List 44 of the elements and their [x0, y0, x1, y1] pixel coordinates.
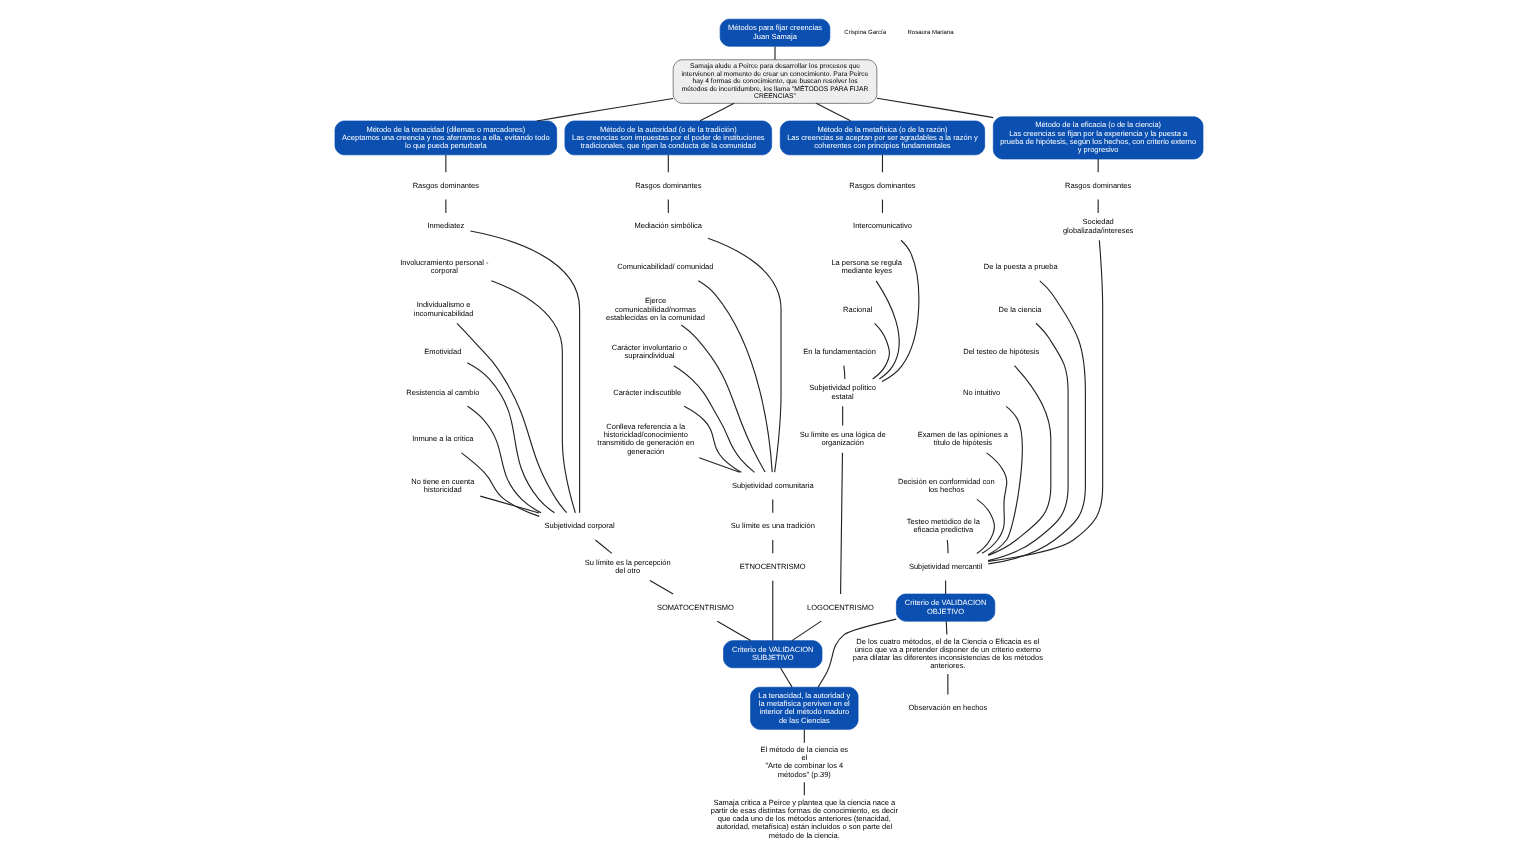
connector [986, 322, 1068, 562]
connector [771, 498, 773, 514]
connector [465, 362, 555, 514]
connector [682, 405, 741, 473]
connector [816, 618, 896, 688]
connector [489, 280, 575, 514]
connector [945, 539, 948, 554]
connector [468, 230, 580, 514]
connector [771, 580, 773, 642]
connector [648, 580, 673, 595]
connector [874, 280, 899, 380]
connector [875, 97, 993, 119]
connector [706, 237, 781, 473]
connector [672, 365, 755, 473]
connector [715, 620, 751, 642]
connector [779, 667, 792, 688]
connector [679, 324, 765, 473]
connector [871, 322, 889, 380]
connector [697, 457, 740, 473]
connector [444, 154, 446, 173]
connector [986, 280, 1085, 565]
connector [980, 452, 1007, 554]
connector [593, 539, 612, 554]
connector [455, 322, 567, 514]
connector [478, 495, 539, 514]
connector [946, 673, 948, 696]
connector [975, 498, 994, 554]
connector [465, 405, 541, 514]
connector [880, 239, 919, 383]
connector [773, 45, 775, 61]
connector [814, 102, 851, 122]
connector [841, 405, 843, 427]
connector [535, 97, 673, 122]
connector [698, 102, 734, 122]
connector [839, 452, 843, 595]
connector [986, 239, 1103, 562]
connector [986, 365, 1051, 556]
connector [444, 199, 446, 214]
connector [842, 365, 845, 380]
connector [696, 280, 772, 473]
connector [790, 620, 821, 642]
connector [986, 405, 1022, 556]
connector [459, 452, 539, 517]
connector [944, 620, 947, 636]
